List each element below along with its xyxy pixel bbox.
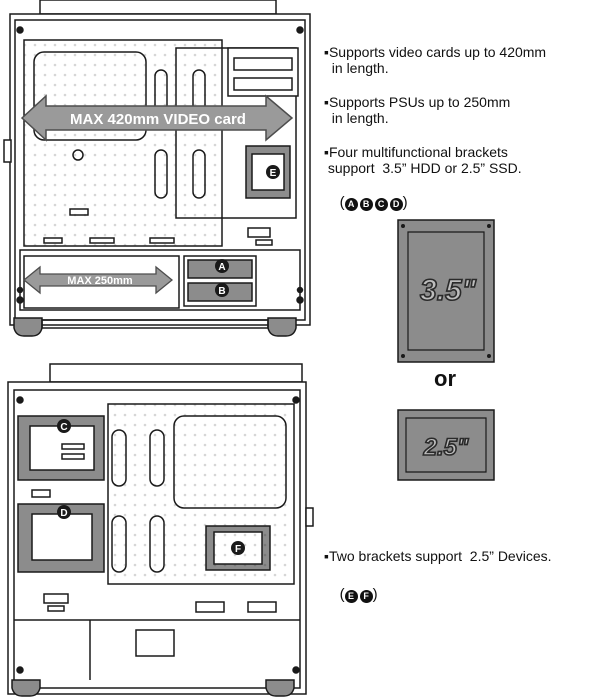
psu-arrow: MAX 250mm (22, 265, 174, 295)
hdd-3-5-label: 3.5" (420, 274, 477, 307)
psu-arrow-label: MAX 250mm (67, 275, 133, 287)
badge-b-label: B (218, 286, 225, 297)
note-brackets: ▪Four multifunctional brackets support 3… (324, 144, 522, 211)
note-psu-line-1: Supports PSUs up to 250mm (328, 94, 511, 110)
note-badge-d: D (389, 198, 403, 211)
bottom-case-view (7, 363, 314, 697)
note-two-brackets-text: Two brackets support 2.5” Devices. (328, 548, 552, 564)
video-card-arrow-label: MAX 420mm VIDEO card (70, 111, 246, 128)
badge-d: D (57, 505, 71, 519)
ssd-2-5-drive: 2.5" (397, 409, 495, 481)
badge-e-top: E (266, 165, 280, 179)
note-badge-f: F (359, 590, 373, 603)
note-brackets-line-1: Four multifunctional brackets (328, 144, 508, 160)
note-two-brackets: ▪Two brackets support 2.5” Devices. ( E … (324, 548, 552, 603)
hdd-3-5-drive: 3.5" (397, 219, 495, 363)
badge-d-label: D (60, 508, 67, 519)
badge-e-top-label: E (270, 168, 277, 179)
note-badge-a: A (344, 198, 358, 211)
note-video-line-2: in length. (331, 60, 389, 76)
badge-a: A (215, 259, 229, 273)
note-badge-e: E (344, 590, 358, 603)
badge-c-label: C (60, 422, 67, 433)
badge-c: C (57, 419, 71, 433)
note-brackets-line-2: support 3.5” HDD or 2.5” SSD. (327, 160, 522, 176)
video-card-arrow: MAX 420mm VIDEO card (20, 94, 294, 142)
note-psu-line-2: in length. (331, 110, 389, 126)
note-video: ▪Supports video cards up to 420mm in len… (324, 44, 547, 76)
note-badge-c: C (374, 198, 388, 211)
note-psu: ▪Supports PSUs up to 250mm in length. (324, 94, 511, 126)
note-badge-b: B (359, 198, 373, 211)
badge-f-label: F (235, 544, 241, 555)
badge-f: F (231, 541, 245, 555)
note-video-line-1: Supports video cards up to 420mm (328, 44, 547, 60)
ssd-2-5-label: 2.5" (423, 434, 469, 461)
badge-b: B (215, 283, 229, 297)
badge-a-label: A (218, 262, 225, 273)
top-case-view (3, 0, 311, 337)
or-label: or (434, 366, 456, 391)
